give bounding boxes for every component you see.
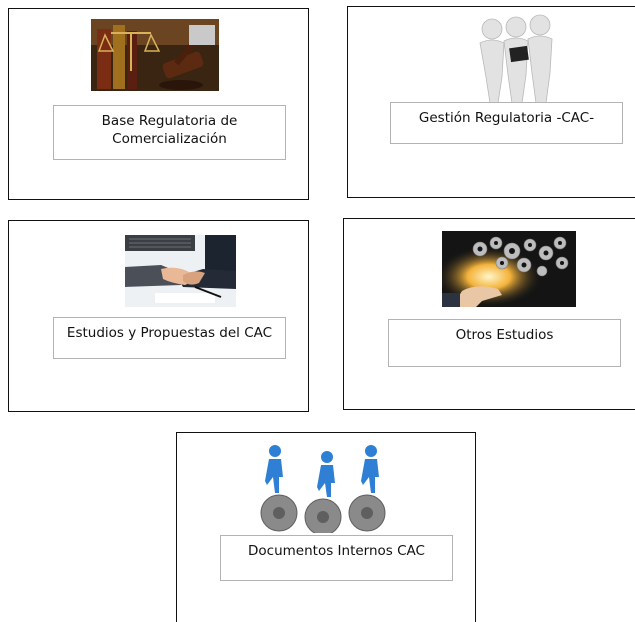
team-figures-image — [472, 13, 558, 105]
card-base-regulatoria[interactable]: Base Regulatoria de Comercialización — [8, 8, 309, 200]
card-gestion-regulatoria[interactable]: Gestión Regulatoria -CAC- — [347, 6, 635, 198]
card-documentos-internos[interactable]: Documentos Internos CAC — [176, 432, 476, 622]
gavel-law-books-image — [91, 19, 219, 91]
card-label[interactable]: Base Regulatoria de Comercialización — [53, 105, 286, 160]
card-otros-estudios[interactable]: Otros Estudios — [343, 218, 635, 410]
card-label[interactable]: Otros Estudios — [388, 319, 621, 367]
card-label[interactable]: Estudios y Propuestas del CAC — [53, 317, 286, 359]
card-label[interactable]: Documentos Internos CAC — [220, 535, 453, 581]
gears-hand-image — [442, 231, 576, 307]
handshake-image — [125, 235, 236, 307]
card-label[interactable]: Gestión Regulatoria -CAC- — [390, 102, 623, 144]
figures-on-gears-image — [257, 441, 391, 533]
card-estudios-propuestas[interactable]: Estudios y Propuestas del CAC — [8, 220, 309, 412]
